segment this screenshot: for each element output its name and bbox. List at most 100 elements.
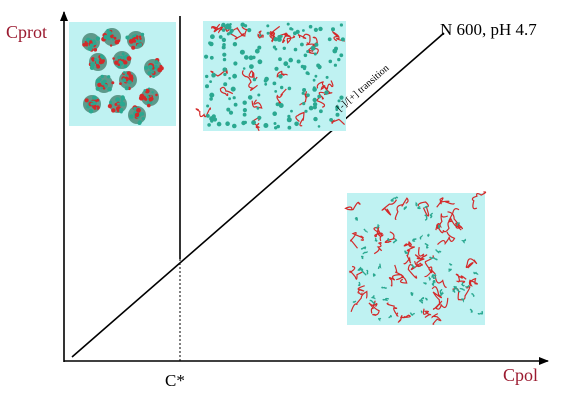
protein-fragment bbox=[459, 287, 465, 291]
protein-bead bbox=[229, 28, 234, 33]
protein-bead bbox=[335, 112, 340, 117]
protein-fragment bbox=[460, 298, 465, 303]
protein-fragment bbox=[420, 297, 425, 302]
protein-fragment bbox=[362, 251, 368, 255]
protein-bead bbox=[249, 64, 254, 69]
protein-bead bbox=[286, 117, 292, 123]
polymer-chain bbox=[316, 81, 327, 91]
protein-bead bbox=[287, 65, 290, 69]
protein-bead bbox=[274, 90, 278, 93]
polymer-chain bbox=[374, 226, 384, 238]
protein-fragment bbox=[437, 224, 441, 229]
protein-fragment bbox=[427, 233, 430, 238]
protein-fragment bbox=[363, 228, 368, 233]
protein-fragment bbox=[419, 234, 423, 240]
protein-bead bbox=[302, 29, 305, 32]
protein-bead bbox=[257, 115, 262, 120]
polymer-chain bbox=[386, 302, 399, 317]
globule bbox=[101, 28, 121, 47]
protein-bead bbox=[335, 108, 339, 111]
protein-fragment bbox=[387, 238, 390, 242]
protein-fragment bbox=[465, 284, 470, 288]
protein-fragment bbox=[453, 285, 457, 289]
protein-bead bbox=[328, 59, 333, 64]
polymer-chain bbox=[350, 231, 364, 249]
protein-bead bbox=[211, 73, 216, 78]
polymer-chain bbox=[431, 313, 442, 325]
protein-bead bbox=[232, 96, 236, 100]
protein-bead bbox=[226, 32, 230, 36]
globule bbox=[112, 51, 132, 69]
protein-bead bbox=[283, 61, 289, 67]
protein-fragment bbox=[449, 263, 453, 267]
protein-bead bbox=[303, 53, 308, 58]
protein-bead bbox=[233, 61, 238, 66]
protein-bead bbox=[301, 91, 305, 95]
globule bbox=[138, 87, 159, 108]
protein-bead bbox=[247, 28, 252, 33]
protein-fragment bbox=[418, 299, 424, 304]
polymer-chain bbox=[331, 30, 345, 42]
protein-bead bbox=[274, 47, 278, 51]
protein-bead bbox=[221, 22, 226, 28]
protein-bead bbox=[226, 107, 231, 112]
protein-fragment bbox=[375, 224, 380, 229]
polymer-chain bbox=[297, 33, 311, 44]
polymer-protein-network-icon bbox=[195, 22, 346, 132]
protein-fragment bbox=[431, 273, 437, 278]
protein-bead bbox=[327, 37, 332, 42]
protein-bead bbox=[319, 109, 323, 114]
protein-fragment bbox=[471, 293, 475, 297]
protein-bead bbox=[222, 67, 227, 72]
protein-bead bbox=[205, 74, 209, 79]
protein-bead bbox=[264, 82, 268, 86]
protein-bead bbox=[228, 97, 232, 101]
protein-bead bbox=[312, 102, 318, 107]
polymer-chain bbox=[251, 99, 263, 109]
protein-bead bbox=[228, 110, 234, 115]
protein-bead bbox=[251, 120, 256, 125]
protein-fragment bbox=[473, 271, 479, 275]
protein-fragment bbox=[429, 256, 433, 260]
protein-fragment bbox=[378, 317, 382, 322]
protein-bead bbox=[209, 55, 214, 60]
protein-bead bbox=[264, 76, 269, 82]
protein-bead bbox=[258, 34, 262, 37]
protein-bead bbox=[247, 95, 253, 100]
polymer-chain bbox=[195, 107, 212, 118]
polymer-chain bbox=[344, 201, 361, 211]
protein-bead bbox=[302, 88, 307, 92]
protein-bead bbox=[337, 57, 341, 62]
protein-bead bbox=[206, 104, 210, 108]
globule bbox=[125, 31, 145, 50]
protein-bead bbox=[306, 50, 310, 53]
protein-bead bbox=[230, 86, 236, 92]
polymer-chain bbox=[414, 246, 428, 261]
diagram-title: N 600, pH 4.7 bbox=[440, 20, 537, 39]
protein-bead bbox=[205, 84, 209, 89]
protein-bead bbox=[312, 86, 316, 89]
protein-bead bbox=[317, 66, 321, 70]
free-polymer-chains-icon bbox=[344, 191, 487, 325]
protein-bead bbox=[312, 78, 316, 82]
protein-bead bbox=[209, 92, 215, 98]
protein-bead bbox=[223, 82, 228, 87]
protein-bead bbox=[287, 125, 292, 130]
protein-fragment bbox=[357, 281, 361, 287]
protein-bead bbox=[221, 28, 226, 32]
protein-bead bbox=[279, 34, 283, 38]
protein-bead bbox=[282, 46, 286, 50]
protein-fragment bbox=[432, 257, 438, 261]
polymer-chain bbox=[388, 273, 403, 287]
protein-bead bbox=[310, 45, 316, 51]
protein-bead bbox=[222, 52, 227, 57]
protein-globules-icon bbox=[82, 28, 164, 125]
protein-bead bbox=[228, 77, 231, 80]
protein-bead bbox=[274, 66, 279, 71]
protein-fragment bbox=[424, 297, 428, 301]
protein-fragment bbox=[477, 310, 484, 315]
protein-bead bbox=[273, 122, 277, 125]
polymer-chain bbox=[436, 197, 455, 208]
